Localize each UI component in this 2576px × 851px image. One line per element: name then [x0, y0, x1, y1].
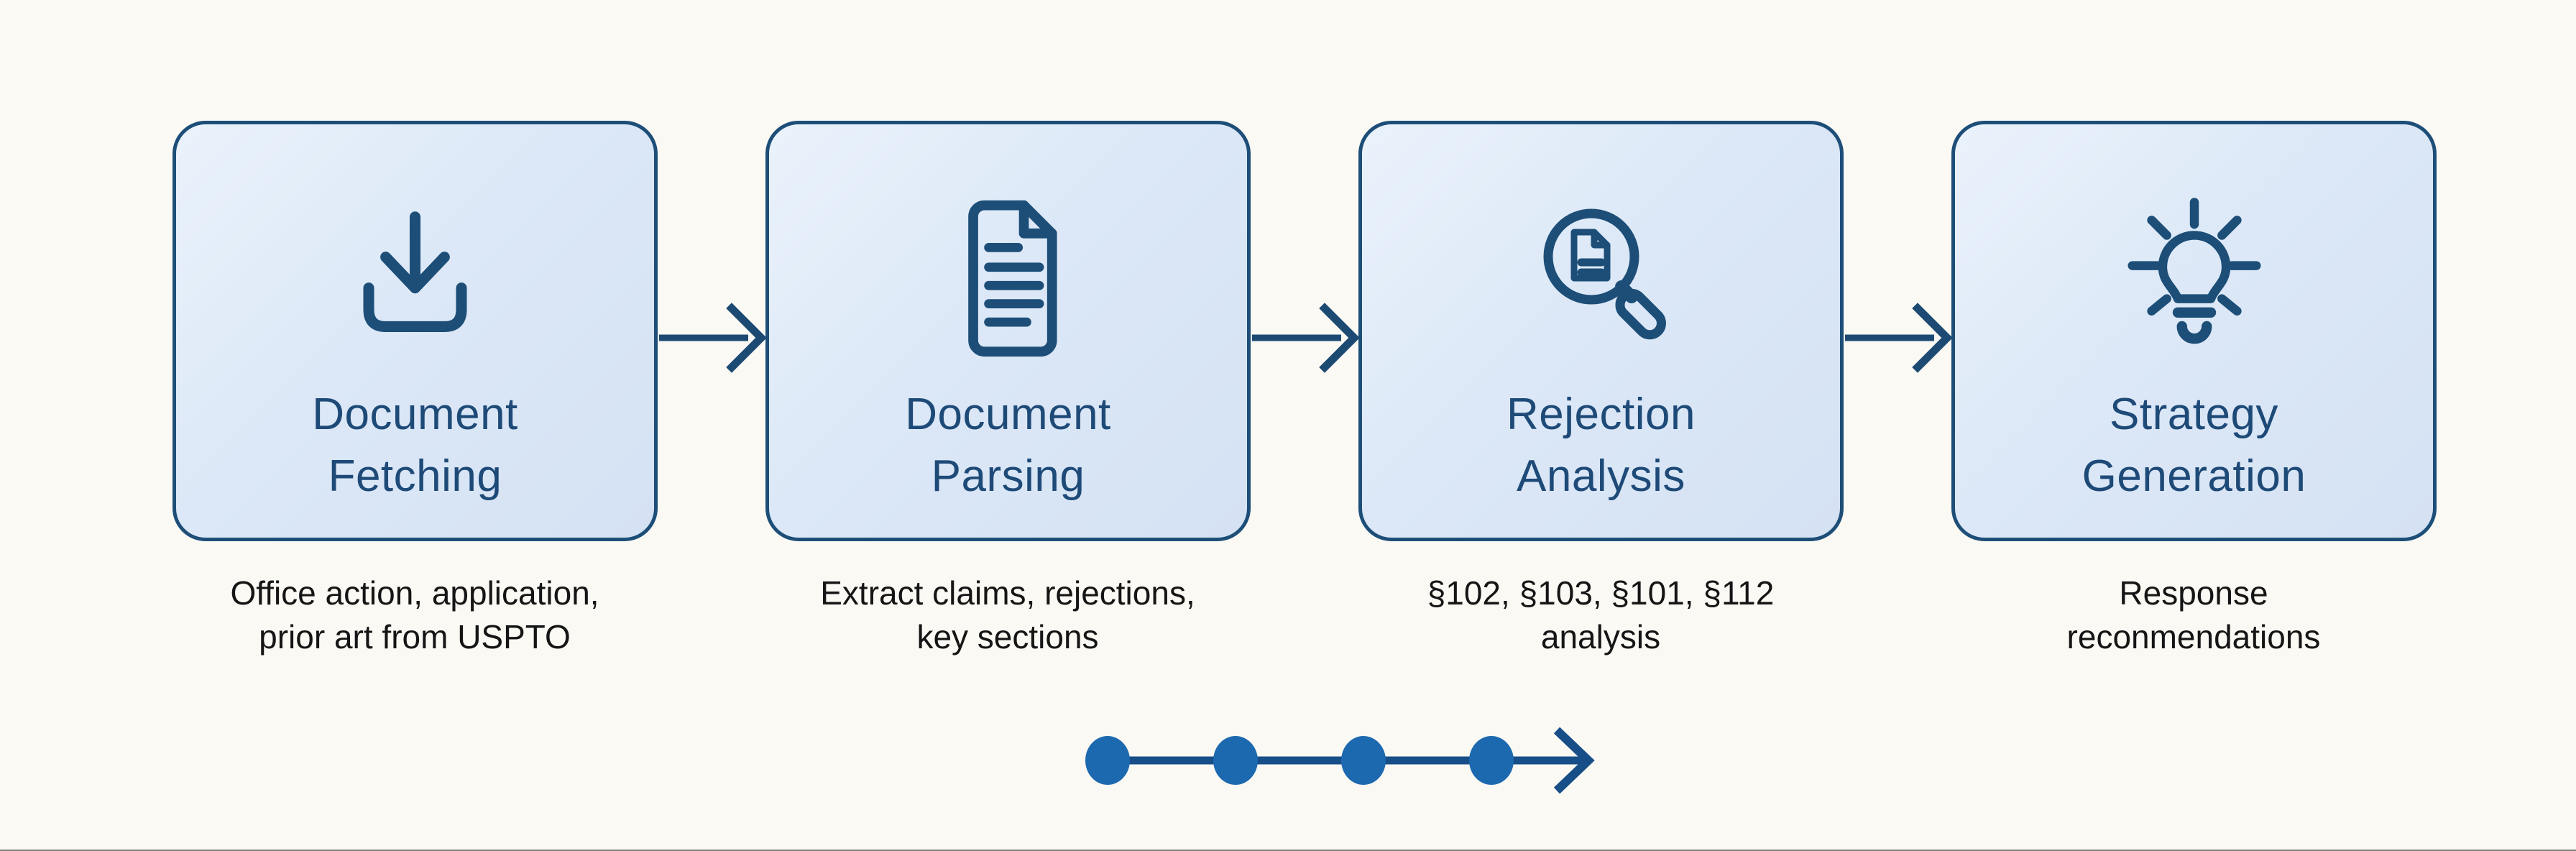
step-icon-wrap — [2112, 185, 2277, 365]
progress-dot — [1469, 736, 1514, 785]
progress-indicator — [1085, 727, 1595, 794]
step-title: Document Fetching — [312, 390, 518, 501]
flow-arrow-icon — [1845, 303, 1951, 373]
magnifier-document-icon — [1543, 208, 1666, 340]
step-title: Rejection Analysis — [1506, 390, 1696, 501]
step-icon-wrap — [937, 185, 1080, 365]
step-box-document-fetching: Document Fetching — [172, 121, 658, 541]
progress-dot — [1341, 736, 1386, 785]
download-icon — [363, 211, 467, 332]
step-icon-wrap — [338, 185, 492, 365]
progress-dot — [1085, 736, 1130, 785]
progress-dot — [1213, 736, 1258, 785]
step-caption-rejection-analysis: §102, §103, §101, §112 analysis — [1427, 574, 1775, 656]
step-caption-document-parsing: Extract claims, rejections, key sections — [820, 574, 1195, 656]
step-box-document-parsing: Document Parsing — [765, 121, 1251, 541]
step-title: Document Parsing — [905, 390, 1111, 501]
step-caption-strategy-generation: Response reconmendations — [2066, 574, 2321, 656]
step-title: Strategy Generation — [2082, 390, 2306, 501]
lightbulb-icon — [2128, 198, 2260, 344]
image-bottom-edge — [0, 850, 2576, 851]
step-caption-document-fetching: Office action, application, prior art fr… — [230, 574, 599, 656]
step-box-strategy-generation: Strategy Generation — [1951, 121, 2437, 541]
step-icon-wrap — [1522, 185, 1680, 365]
step-box-rejection-analysis: Rejection Analysis — [1358, 121, 1844, 541]
flow-arrow-icon — [1252, 303, 1358, 373]
flow-arrow-icon — [659, 303, 765, 373]
document-icon — [967, 200, 1057, 356]
